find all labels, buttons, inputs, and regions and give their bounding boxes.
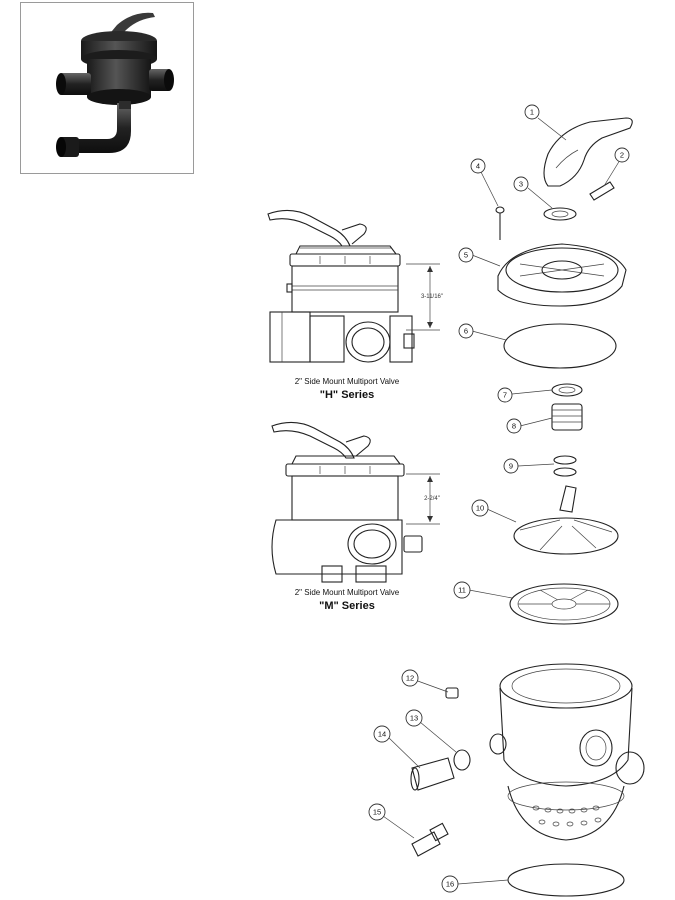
m-series-dimension: 2-2/4" bbox=[424, 496, 440, 502]
callout-11: 11 bbox=[453, 581, 471, 599]
callout-15: 15 bbox=[368, 803, 386, 821]
svg-text:14: 14 bbox=[378, 730, 386, 739]
h-series-caption: 2" Side Mount Multiport Valve bbox=[294, 377, 400, 386]
multiport-valve-photo bbox=[56, 12, 174, 157]
callout-2: 2 bbox=[614, 147, 630, 163]
part-washer bbox=[543, 207, 577, 221]
callout-7: 7 bbox=[497, 387, 513, 403]
part-pin bbox=[589, 181, 615, 201]
svg-text:4: 4 bbox=[476, 162, 480, 171]
part-spring bbox=[551, 403, 583, 431]
part-drain-plug bbox=[411, 822, 449, 857]
svg-text:6: 6 bbox=[464, 327, 468, 336]
part-shaft-washer bbox=[551, 383, 583, 397]
h-series-dimension: 3-11/16" bbox=[421, 294, 443, 300]
callout-leaders bbox=[382, 117, 621, 885]
part-valve-body bbox=[489, 663, 645, 841]
callout-12: 12 bbox=[401, 669, 419, 687]
svg-text:16: 16 bbox=[446, 880, 454, 889]
callout-3: 3 bbox=[513, 176, 529, 192]
callout-5: 5 bbox=[458, 247, 474, 263]
callout-14: 14 bbox=[373, 725, 391, 743]
part-valve-cover bbox=[497, 243, 627, 307]
svg-text:13: 13 bbox=[410, 714, 418, 723]
part-screw bbox=[495, 206, 505, 240]
part-spider-gasket bbox=[509, 583, 619, 625]
svg-text:15: 15 bbox=[373, 808, 381, 817]
part-sight-glass bbox=[410, 757, 455, 791]
svg-text:12: 12 bbox=[406, 674, 414, 683]
h-series-valve-drawing: 3-11/16" bbox=[267, 209, 443, 363]
m-series-label: "M" Series bbox=[319, 600, 375, 612]
callout-4: 4 bbox=[470, 158, 486, 174]
part-gauge-o-ring bbox=[453, 749, 471, 771]
part-rotor-diverter bbox=[513, 485, 619, 555]
svg-text:1: 1 bbox=[530, 108, 534, 117]
h-series-label: "H" Series bbox=[319, 389, 375, 401]
part-shaft-o-rings bbox=[553, 455, 577, 477]
svg-text:11: 11 bbox=[458, 586, 466, 595]
callout-8: 8 bbox=[506, 418, 522, 434]
svg-text:3: 3 bbox=[519, 180, 523, 189]
svg-text:7: 7 bbox=[503, 391, 507, 400]
callout-9: 9 bbox=[503, 458, 519, 474]
svg-text:5: 5 bbox=[464, 251, 468, 260]
callout-16: 16 bbox=[441, 875, 459, 893]
svg-text:8: 8 bbox=[512, 422, 516, 431]
product-photo bbox=[20, 2, 194, 174]
callout-1: 1 bbox=[524, 104, 540, 120]
m-series-valve-drawing: 2-2/4" bbox=[271, 421, 440, 583]
callout-10: 10 bbox=[471, 499, 489, 517]
svg-text:10: 10 bbox=[476, 504, 484, 513]
callout-13: 13 bbox=[405, 709, 423, 727]
svg-text:2: 2 bbox=[620, 151, 624, 160]
part-drain-plug-12 bbox=[445, 687, 459, 699]
callout-6: 6 bbox=[458, 323, 474, 339]
part-cover-o-ring bbox=[503, 323, 617, 369]
part-handle bbox=[543, 117, 633, 187]
part-base-o-ring bbox=[507, 863, 625, 897]
svg-text:9: 9 bbox=[509, 462, 513, 471]
part-basket-holes bbox=[532, 805, 602, 827]
m-series-caption: 2" Side Mount Multiport Valve bbox=[294, 588, 400, 597]
